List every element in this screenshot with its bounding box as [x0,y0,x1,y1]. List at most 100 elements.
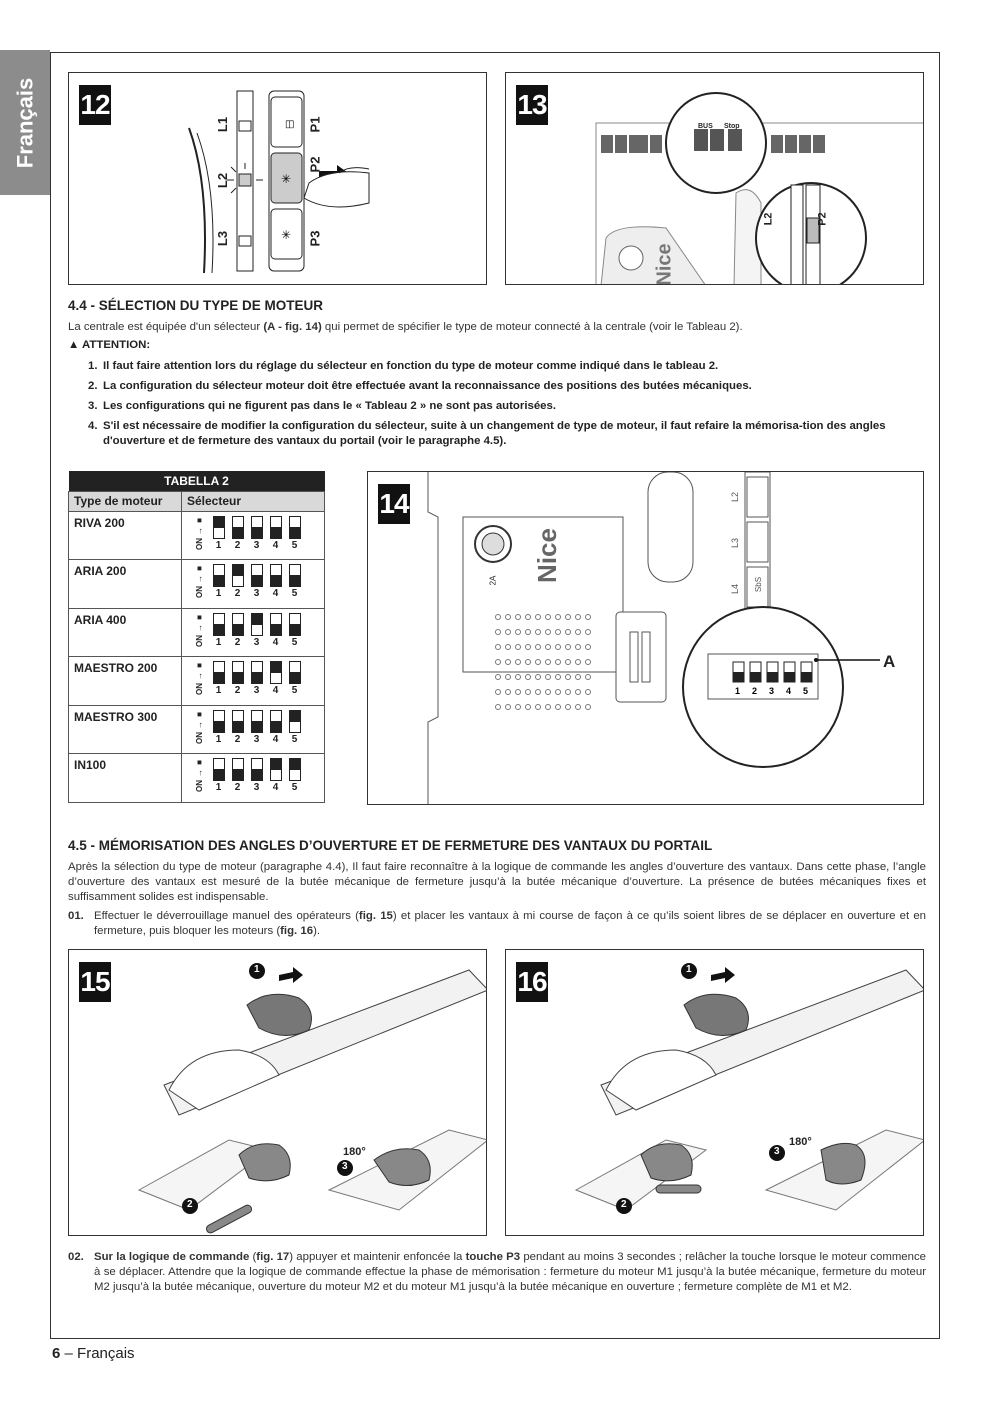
column-header: Type de moteur [68,490,182,512]
dip-number: 4 [786,686,791,696]
dip-number: 1 [215,588,222,599]
motor-type-cell: ARIA 400 [68,607,182,657]
figure-13-drawing [595,92,923,284]
dip-position: 3 [249,661,264,696]
item-number: 4. [88,420,98,432]
dip-lever [269,564,282,587]
dip-number: 5 [291,588,298,599]
dip-position: 4 [268,661,283,696]
page-footer: 6 – Français [52,1345,135,1362]
text-bold: Sur la logique de commande [94,1251,250,1263]
dip-lever-fill [733,672,744,682]
dip-number: 3 [253,539,260,551]
dip-position: 3 [249,515,264,551]
step-text: Sur la logique de commande (fig. 17) app… [94,1250,926,1295]
dip-legend-on: ON [195,780,204,792]
figure-16: 16 1 2 3 180° [505,949,924,1236]
dip-lever [212,612,225,636]
dip-number: 5 [291,733,298,745]
dip-number: 4 [272,685,279,696]
dip-legend-on: ON [195,537,204,550]
step-02: 02. Sur la logique de commande (fig. 17)… [68,1250,926,1295]
step-1-label: 1 [686,964,692,975]
dip-lever [288,564,301,587]
intro-text: La centrale est équipée d'un sélecteur [68,321,264,333]
dip-position: 1 [211,564,226,599]
dip-position: 5 [287,709,302,745]
dip-position: 1 [211,612,226,648]
item-text: La configuration du sélecteur moteur doi… [103,380,752,392]
dip-number: 4 [272,782,279,793]
text-segment: ). [313,925,321,937]
dip-legend-arrow: → [195,672,204,681]
label-sbs: SbS [754,576,764,593]
dip-lever [250,758,263,781]
dip-position: 4 [268,564,283,599]
dip-lever [250,709,263,733]
fuse-label: 2A [488,575,498,586]
item-number: 2. [88,380,98,392]
dip-lever [212,709,225,733]
dip-lever-fill [784,672,795,682]
step-3-label: 3 [342,1161,348,1172]
dip-number: 1 [215,539,222,551]
dip-position: 4 [268,612,283,648]
dip-number: 1 [215,636,222,648]
item-text: Il faut faire attention lors du réglage … [103,360,719,372]
table-2: TABELLA 2 Type de moteur Sélecteur RIVA … [68,471,325,803]
intro-text: qui permet de spécifier le type de moteu… [321,321,743,333]
angle-label: 180° [343,1146,366,1158]
step-text: Effectuer le déverrouillage manuel des o… [94,909,926,939]
step-01: 01. Effectuer le déverrouillage manuel d… [68,909,926,939]
dip-number: 4 [272,539,279,551]
language-tab-label: Français [12,77,37,168]
dip-number: 2 [234,733,241,745]
label-p2: P2 [816,212,829,226]
svg-text:◫: ◫ [285,119,294,130]
dip-lever [250,612,263,636]
item-number: 1. [88,360,98,372]
step-2-label: 2 [621,1199,627,1210]
dip-number: 4 [272,588,279,599]
dip-lever [269,758,282,781]
dip-legend: ON→■ [195,613,208,647]
attention-text: ATTENTION: [82,339,151,351]
svg-text:✳: ✳ [281,228,291,242]
label-l1: L1 [215,116,231,133]
svg-text:✳: ✳ [281,172,291,186]
fig-ref: fig. 17 [256,1251,290,1263]
dip-number: 5 [291,539,298,551]
dip-legend: ON→■ [195,758,208,792]
dip-position: 5 [287,515,302,551]
dip-legend: ON→■ [195,564,208,598]
dip-lever [212,515,225,539]
dip-position: 2 [230,515,245,551]
label-l2: L2 [730,491,741,503]
section-4-4-intro: La centrale est équipée d'un sélecteur (… [68,320,928,335]
text-segment: pendant au moins 3 secondes ; relâcher l… [94,1251,927,1293]
motor-type-cell: MAESTRO 200 [68,656,182,706]
dip-lever [250,564,263,587]
step-1-label: 1 [254,964,260,975]
step-number: 02. [68,1251,84,1263]
label-nice: Nice [653,243,676,285]
dip-legend-on: ON [195,586,204,598]
dip-legend-arrow: → [195,769,204,778]
callout-a: A [883,652,896,671]
dip-number: 1 [215,733,222,745]
dip-position: 4 [268,709,283,745]
text-segment: ( [249,1251,257,1263]
dip-position: 1 [211,661,226,696]
attention-list: 1. Il faut faire attention lors du réglag… [88,359,928,454]
dip-lever [288,515,301,539]
fig-ref: fig. 16 [280,925,314,937]
dip-position: 4 [268,515,283,551]
dip-lever [269,661,282,684]
